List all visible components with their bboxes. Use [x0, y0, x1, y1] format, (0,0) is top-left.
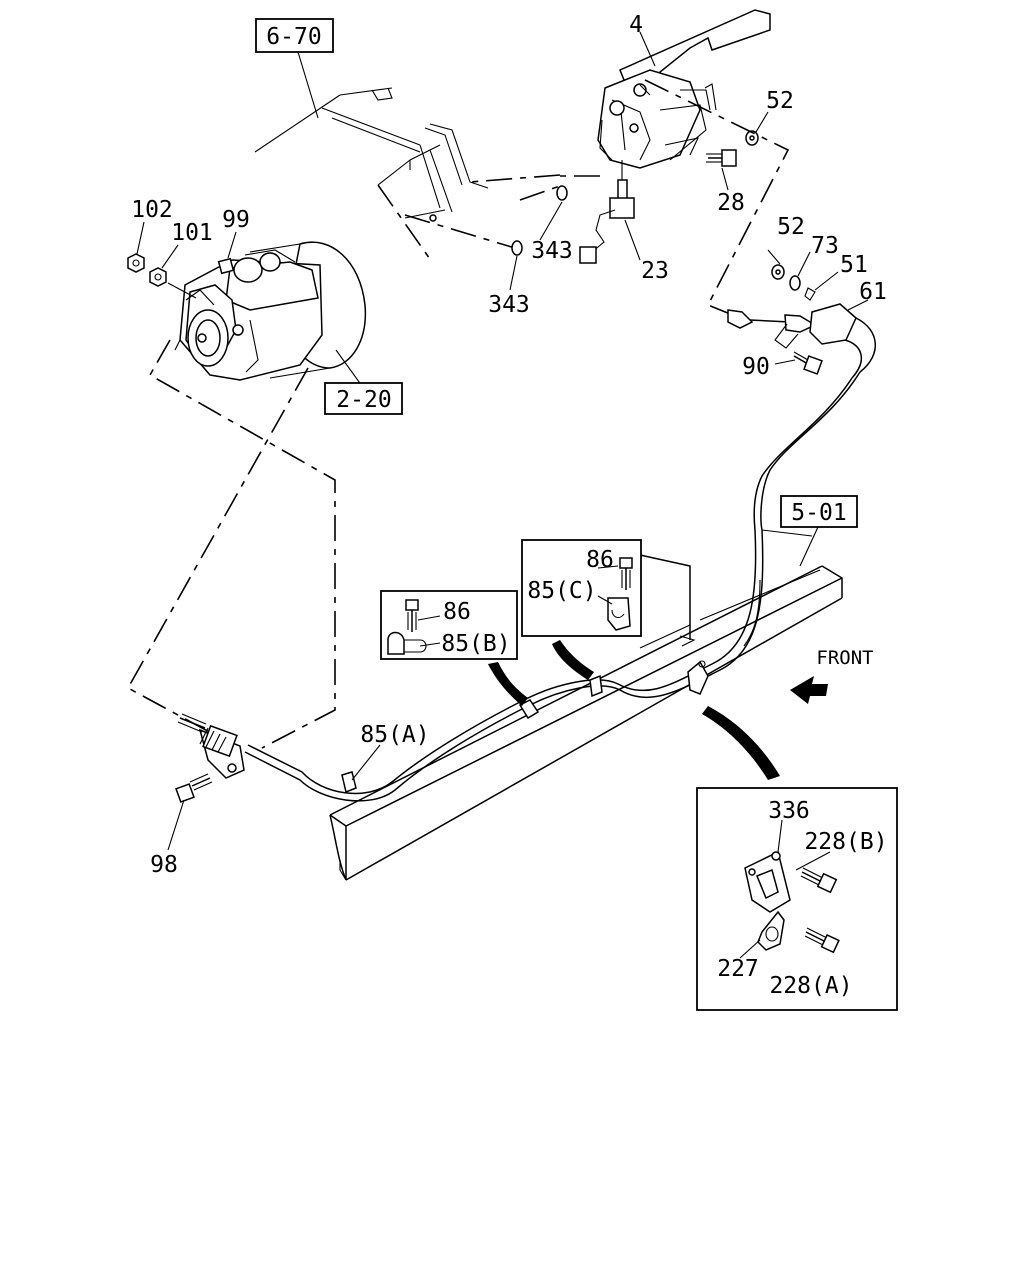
- detail-box-bracket: [696, 787, 898, 1011]
- arrow-to-detail: [702, 706, 780, 780]
- front-label: FRONT: [816, 647, 873, 669]
- label-73: 73: [811, 233, 839, 259]
- clip-85c-detail: [607, 597, 631, 631]
- label-51: 51: [840, 252, 868, 278]
- bracket-on-frame: [687, 660, 709, 695]
- brake-switch: [579, 160, 635, 264]
- label-343-a: 343: [531, 238, 573, 264]
- leader-28: [721, 167, 729, 191]
- clip-85a: [341, 771, 357, 794]
- label-98: 98: [150, 852, 178, 878]
- leader-4: [639, 31, 656, 67]
- label-85a: 85(A): [360, 722, 429, 748]
- label-61: 61: [859, 279, 887, 305]
- leader-52b: [767, 249, 781, 265]
- nut-99: [217, 257, 235, 275]
- leader-23: [624, 219, 641, 261]
- leader-52a: [755, 111, 769, 133]
- label-52-lower: 52: [777, 214, 805, 240]
- ref-6-70-label: 6-70: [266, 24, 321, 50]
- label-227: 227: [717, 956, 759, 982]
- label-4: 4: [629, 12, 643, 38]
- nut-102: [127, 253, 145, 273]
- transmission-cable-outline: [148, 339, 336, 749]
- leader-228b: [795, 851, 831, 871]
- transmission-housing: [174, 241, 367, 381]
- nut-101: [149, 267, 167, 287]
- label-85c: 85(C): [527, 578, 596, 604]
- parking-brake-cable: [244, 529, 764, 802]
- label-86-in-85b: 86: [443, 599, 471, 625]
- label-102: 102: [131, 197, 173, 223]
- cab-floor-panel: [254, 87, 489, 263]
- ref-2-20-label: 2-20: [336, 387, 391, 413]
- label-86-in-85c: 86: [586, 547, 614, 573]
- leader-99: [227, 231, 237, 259]
- ref-box-2-20: [324, 382, 403, 415]
- label-85b: 85(B): [441, 631, 510, 657]
- bolt-228b: [800, 867, 838, 894]
- transmission-cable-outline-2: [126, 367, 309, 736]
- leader-343a: [539, 201, 563, 241]
- label-52-top: 52: [766, 88, 794, 114]
- leader-98: [167, 799, 185, 851]
- arrow-to-85c: [552, 640, 594, 680]
- label-28: 28: [717, 190, 745, 216]
- clip-85b-detail: [387, 631, 405, 655]
- ref-box-6-70: [255, 18, 334, 53]
- lever-mount-line: [469, 174, 561, 183]
- frame-rail: [329, 529, 843, 881]
- leader-336: [777, 819, 783, 853]
- leader-90: [774, 359, 796, 365]
- bolt-28: [706, 149, 737, 167]
- leader-5-01: [799, 526, 819, 567]
- label-343-b: 343: [488, 292, 530, 318]
- label-228b: 228(B): [804, 829, 887, 855]
- cable-front-end: [727, 303, 877, 379]
- label-90: 90: [742, 354, 770, 380]
- leader-101: [161, 244, 179, 269]
- o-ring-343-a: [556, 185, 568, 201]
- arrow-to-85b: [488, 662, 528, 706]
- leader-102: [136, 221, 145, 255]
- o-ring-343-b: [511, 240, 523, 256]
- label-99: 99: [222, 207, 250, 233]
- leader-227: [739, 939, 761, 959]
- bolt-86-in-85c: [619, 557, 633, 590]
- washer-73: [789, 275, 801, 291]
- leader-85a: [351, 744, 381, 781]
- cable-rear-end: [177, 713, 245, 779]
- bolt-98: [175, 773, 213, 803]
- parking-brake-lever: [597, 9, 771, 169]
- clip-85c-on-cable: [589, 674, 603, 698]
- lever-assembly-outline: [644, 79, 790, 319]
- bolt-90: [793, 351, 823, 375]
- leader-73: [797, 251, 811, 277]
- cable-upper-run: [760, 371, 861, 531]
- bolt-86-in-85b: [405, 599, 419, 632]
- ref-5-01-label: 5-01: [791, 500, 846, 526]
- leader-51: [814, 271, 839, 291]
- label-23: 23: [641, 258, 669, 284]
- label-101: 101: [171, 220, 213, 246]
- leader-61: [847, 299, 869, 311]
- clip-85b-on-cable: [518, 699, 540, 720]
- leader-2-20: [335, 349, 363, 387]
- label-336: 336: [768, 798, 810, 824]
- label-228a: 228(A): [769, 973, 852, 999]
- bracket-336: [744, 850, 791, 913]
- leader-343b: [509, 255, 518, 291]
- bolt-228a: [804, 927, 840, 954]
- ref-box-5-01: [780, 495, 858, 528]
- front-arrow-icon: [790, 676, 828, 704]
- leader-6-70: [297, 51, 319, 119]
- pin-51: [804, 287, 816, 301]
